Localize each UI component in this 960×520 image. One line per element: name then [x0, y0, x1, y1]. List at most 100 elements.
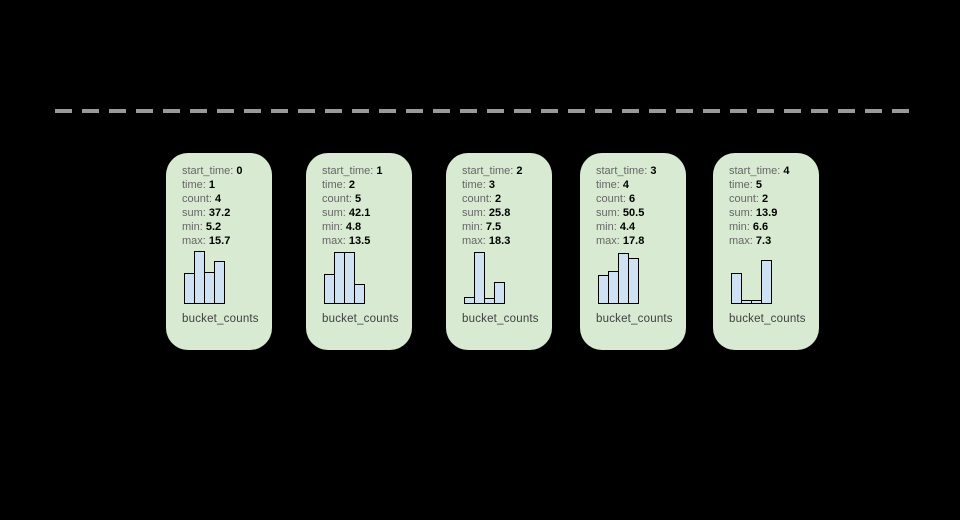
- field-value: 50.5: [622, 207, 645, 219]
- field-value: 3: [488, 179, 496, 191]
- field-label: time:: [182, 179, 209, 191]
- field-label: max:: [596, 235, 623, 247]
- field-label: time:: [462, 179, 489, 191]
- field-label: min:: [322, 221, 346, 233]
- field-label: sum:: [182, 207, 209, 219]
- field-value: 4: [783, 165, 790, 177]
- field-label: count:: [322, 193, 356, 205]
- field-value: 37.2: [208, 207, 231, 219]
- field-label: min:: [462, 221, 486, 233]
- field-line: max: 18.3: [462, 234, 544, 248]
- field-line: time: 1: [182, 178, 264, 192]
- bucket-counts-histogram: [324, 250, 404, 304]
- field-line: max: 17.8: [596, 234, 678, 248]
- bucket-counts-histogram: [464, 250, 544, 304]
- field-line: max: 13.5: [322, 234, 404, 248]
- histogram-bar: [628, 258, 639, 304]
- field-line: time: 4: [596, 178, 678, 192]
- field-line: count: 2: [462, 192, 544, 206]
- field-value: 7.5: [485, 221, 502, 233]
- field-label: min:: [182, 221, 206, 233]
- field-value: 13.9: [755, 207, 778, 219]
- field-label: count:: [462, 193, 496, 205]
- field-value: 2: [495, 193, 502, 205]
- histogram-bar: [354, 284, 365, 304]
- bucket-counts-label: bucket_counts: [322, 313, 399, 325]
- field-value: 4.4: [619, 221, 636, 233]
- field-value: 6: [629, 193, 636, 205]
- field-label: sum:: [322, 207, 349, 219]
- field-line: sum: 13.9: [729, 206, 811, 220]
- field-value: 2: [516, 165, 523, 177]
- bucket-counts-label: bucket_counts: [729, 313, 806, 325]
- field-line: start_time: 3: [596, 164, 678, 178]
- field-label: start_time:: [596, 165, 651, 177]
- field-value: 5: [755, 179, 763, 191]
- field-value: 0: [236, 165, 243, 177]
- field-value: 3: [650, 165, 657, 177]
- timeline-dashed-line: [55, 109, 912, 113]
- field-line: count: 2: [729, 192, 811, 206]
- field-value: 4: [622, 179, 630, 191]
- histogram-bar: [731, 273, 742, 304]
- field-value: 1: [376, 165, 383, 177]
- field-line: min: 4.8: [322, 220, 404, 234]
- field-line: min: 4.4: [596, 220, 678, 234]
- field-line: max: 7.3: [729, 234, 811, 248]
- field-label: max:: [462, 235, 489, 247]
- field-line: min: 5.2: [182, 220, 264, 234]
- field-value: 17.8: [622, 235, 645, 247]
- field-line: start_time: 2: [462, 164, 544, 178]
- field-label: sum:: [596, 207, 623, 219]
- field-label: max:: [322, 235, 349, 247]
- histogram-bar: [214, 261, 225, 304]
- field-line: count: 5: [322, 192, 404, 206]
- field-value: 2: [348, 179, 356, 191]
- field-label: max:: [729, 235, 756, 247]
- field-line: count: 6: [596, 192, 678, 206]
- field-line: min: 7.5: [462, 220, 544, 234]
- bucket-counts-label: bucket_counts: [462, 313, 539, 325]
- field-line: sum: 37.2: [182, 206, 264, 220]
- field-label: count:: [596, 193, 630, 205]
- field-label: time:: [322, 179, 349, 191]
- field-value: 25.8: [488, 207, 511, 219]
- field-value: 2: [762, 193, 769, 205]
- field-line: start_time: 4: [729, 164, 811, 178]
- field-value: 6.6: [752, 221, 769, 233]
- field-line: time: 3: [462, 178, 544, 192]
- field-line: sum: 50.5: [596, 206, 678, 220]
- field-value: 4: [215, 193, 222, 205]
- field-label: min:: [596, 221, 620, 233]
- field-line: time: 5: [729, 178, 811, 192]
- field-line: start_time: 0: [182, 164, 264, 178]
- bucket-counts-label: bucket_counts: [182, 313, 259, 325]
- field-line: sum: 25.8: [462, 206, 544, 220]
- histogram-bar: [761, 260, 772, 304]
- field-label: sum:: [729, 207, 756, 219]
- field-label: sum:: [462, 207, 489, 219]
- field-value: 13.5: [348, 235, 371, 247]
- field-line: min: 6.6: [729, 220, 811, 234]
- field-label: start_time:: [322, 165, 377, 177]
- bucket-counts-histogram: [598, 250, 678, 304]
- field-label: count:: [729, 193, 763, 205]
- field-value: 1: [208, 179, 216, 191]
- bucket-counts-label: bucket_counts: [596, 313, 673, 325]
- field-line: max: 15.7: [182, 234, 264, 248]
- field-label: max:: [182, 235, 209, 247]
- histogram-bar: [344, 252, 355, 304]
- histogram-bar: [494, 282, 505, 304]
- field-value: 7.3: [755, 235, 772, 247]
- field-line: count: 4: [182, 192, 264, 206]
- field-value: 4.8: [345, 221, 362, 233]
- field-label: count:: [182, 193, 216, 205]
